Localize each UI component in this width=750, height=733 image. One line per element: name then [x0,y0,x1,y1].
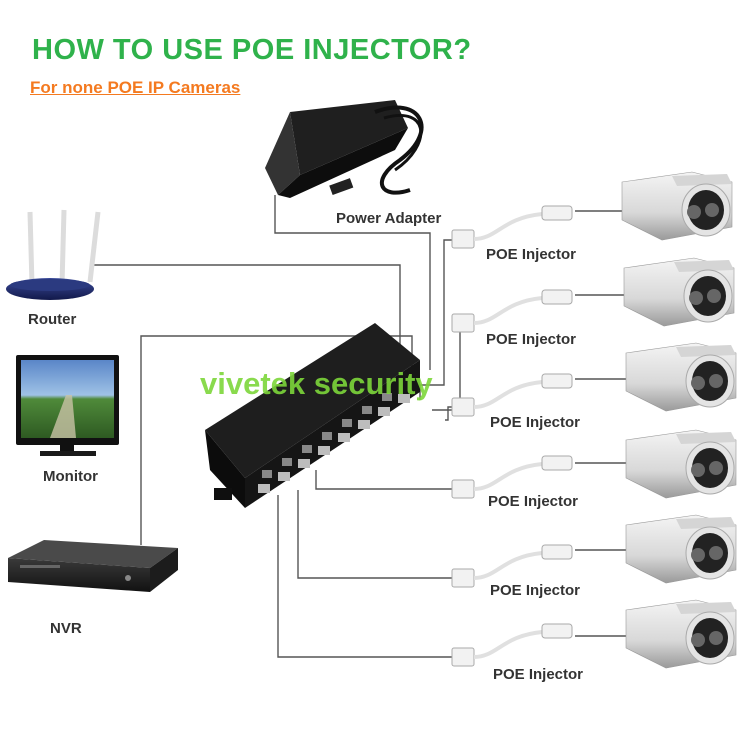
cables [92,195,632,658]
injector-icon [451,205,573,249]
injector-cable-2 [432,321,461,411]
power-adapter-icon [265,100,424,198]
monitor-label: Monitor [43,468,98,485]
injector-cable-3 [445,406,452,421]
camera-icon [621,171,733,241]
injector-label-4: POE Injector [488,493,579,510]
injector-icon [451,373,573,417]
injector-icon [451,544,573,588]
injector-label-1: POE Injector [486,246,577,263]
camera-icon [625,514,737,584]
router-icon [6,209,101,300]
injector-cable-5 [297,490,452,579]
injector-label-6: POE Injector [493,666,584,683]
power-adapter-label: Power Adapter [336,210,442,227]
injector-icon [451,455,573,499]
injectors [451,205,573,667]
camera-icon [623,257,735,327]
poe-switch-icon [205,323,420,508]
nvr-icon [8,540,178,592]
injector-label-2: POE Injector [486,331,577,348]
page-title: HOW TO USE POE INJECTOR? [32,34,472,66]
injector-cable-6 [277,495,452,658]
camera-icon [625,429,737,499]
injector-cable-4 [315,470,452,490]
nvr-label: NVR [50,620,82,637]
injector-label-3: POE Injector [490,414,581,431]
monitor-icon [16,355,119,456]
watermark-text: vivetek security [200,366,433,401]
injector-label-5: POE Injector [490,582,581,599]
camera-icon [625,599,737,669]
router-label: Router [28,311,77,328]
power-cable [274,195,431,370]
injector-icon [451,623,573,667]
cameras [621,171,737,669]
camera-icon [625,342,737,412]
page-subtitle: For none POE IP Cameras [30,78,241,97]
injector-icon [451,289,573,333]
